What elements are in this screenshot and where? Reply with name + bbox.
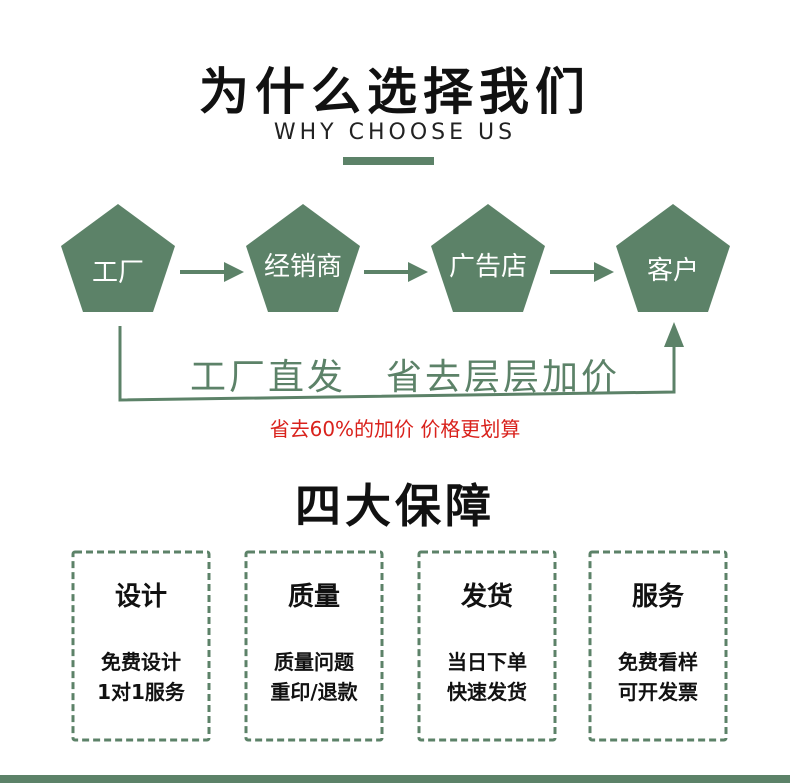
card-line: 免费设计 (101, 650, 181, 674)
stamp-border (244, 550, 384, 742)
guarantee-card-design: 设计 免费设计 1对1服务 (69, 548, 213, 744)
pentagon-customer (616, 204, 730, 312)
card-line: 当日下单 (447, 650, 527, 674)
step-distributor: 经销商 (263, 252, 342, 282)
direct-route-arrow (118, 322, 684, 402)
card-title: 服务 (631, 582, 684, 612)
pentagon-ad-shop (431, 204, 545, 312)
savings-note: 省去60%的加价 价格更划算 (269, 417, 521, 441)
step-factory: 工厂 (91, 258, 144, 288)
card-line: 快速发货 (447, 680, 527, 704)
guarantee-card-quality: 质量 质量问题 重印/退款 (242, 548, 386, 744)
arrow-right-icon (364, 262, 428, 282)
step-customer: 客户 (646, 256, 699, 286)
pentagon-factory (61, 204, 175, 312)
card-title: 设计 (114, 582, 167, 612)
card-line: 质量问题 (274, 650, 354, 674)
guarantee-card-service: 服务 免费看样 可开发票 (586, 548, 730, 744)
skip-markup-label: 省去层层加价 (386, 357, 621, 398)
bottom-accent-bar (0, 775, 790, 783)
card-line: 免费看样 (618, 650, 698, 674)
page-subtitle: WHY CHOOSE US (273, 120, 517, 145)
card-title: 质量 (287, 582, 340, 612)
title-underline (343, 157, 434, 165)
arrow-right-icon (180, 262, 244, 282)
card-line: 1对1服务 (97, 680, 185, 704)
direct-shipping-label: 工厂直发 (190, 357, 347, 398)
page-title: 为什么选择我们 (199, 63, 591, 121)
guarantee-card-shipping: 发货 当日下单 快速发货 (415, 548, 559, 744)
stamp-border (71, 550, 211, 742)
step-ad-shop: 广告店 (448, 252, 527, 282)
stamp-border (417, 550, 557, 742)
guarantees-title: 四大保障 (295, 479, 495, 533)
supply-chain-diagram (61, 204, 730, 402)
stamp-border (588, 550, 728, 742)
card-line: 重印/退款 (270, 680, 358, 704)
card-title: 发货 (460, 582, 513, 612)
arrow-right-icon (550, 262, 614, 282)
pentagon-distributor (246, 204, 360, 312)
card-line: 可开发票 (618, 680, 698, 704)
